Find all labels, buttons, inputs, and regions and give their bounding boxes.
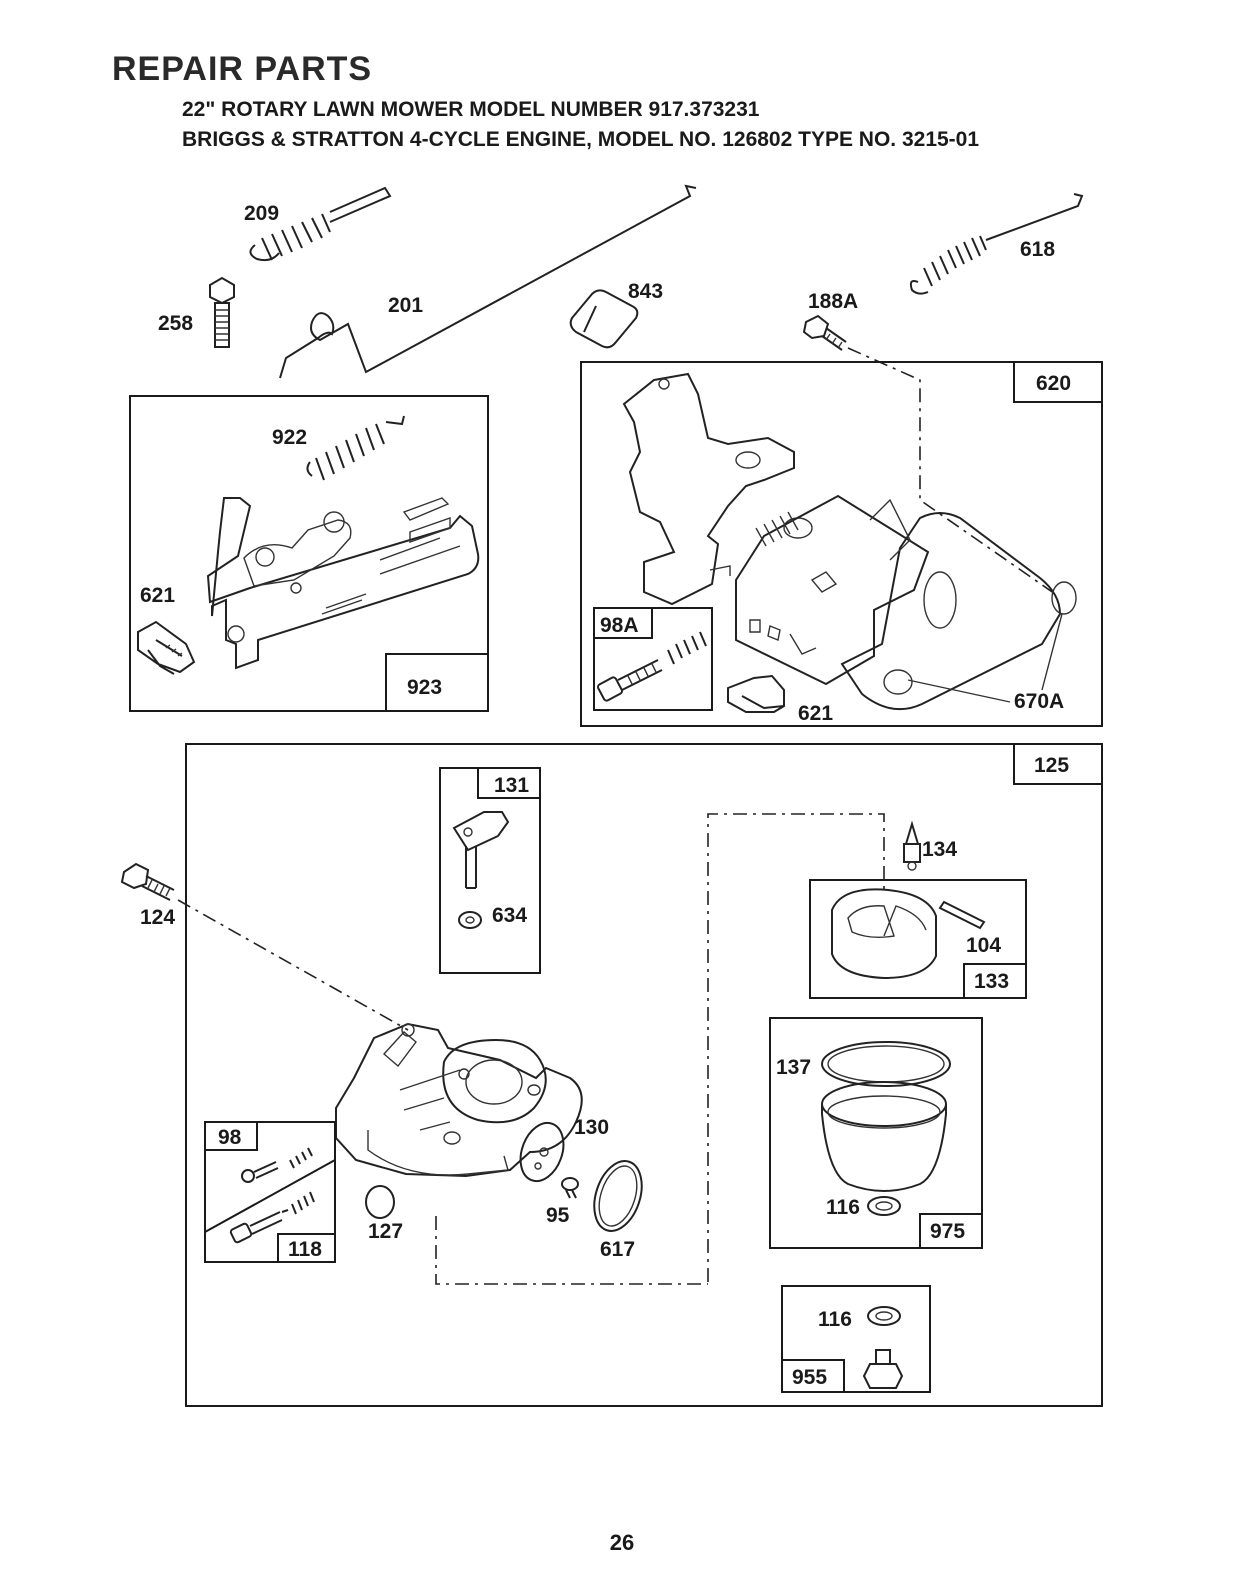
label-box-923 — [385, 653, 489, 712]
control-plate-923 — [206, 497, 480, 670]
label-box-125 — [1013, 743, 1103, 785]
label-box-118 — [277, 1233, 336, 1263]
gasket-137 — [821, 1041, 951, 1087]
clip-621-left — [137, 620, 196, 675]
label-620: 620 — [1036, 372, 1071, 395]
label-843: 843 — [628, 280, 663, 303]
bolt-258 — [209, 276, 235, 348]
screw-188A — [802, 314, 847, 351]
label-box-955 — [781, 1359, 845, 1393]
control-bracket-620 — [622, 372, 1077, 711]
leader-670A-b — [1041, 613, 1063, 691]
label-131: 131 — [494, 774, 529, 797]
governor-link-201 — [279, 184, 697, 379]
cover-843 — [569, 289, 639, 349]
label-130: 130 — [574, 1116, 609, 1139]
label-box-133 — [963, 963, 1027, 999]
box-975 — [769, 1017, 983, 1249]
label-box-620 — [1013, 361, 1103, 403]
divider-98-118 — [204, 1159, 336, 1233]
label-104: 104 — [966, 934, 1001, 957]
label-133: 133 — [974, 970, 1009, 993]
clip-621-right — [727, 674, 785, 713]
carburetor-body — [335, 1022, 583, 1178]
label-box-98 — [204, 1121, 258, 1151]
washer-116-a — [867, 1196, 901, 1216]
screw-spring-98A — [597, 631, 707, 702]
model-subtitle: 22" ROTARY LAWN MOWER MODEL NUMBER 917.3… — [182, 98, 760, 121]
label-116-a: 116 — [826, 1196, 860, 1219]
spring-209 — [249, 186, 392, 262]
dash-carb-bottom — [435, 1216, 708, 1285]
box-125 — [185, 743, 1103, 1407]
box-133 — [809, 879, 1027, 999]
label-118: 118 — [288, 1238, 322, 1261]
needle-spring-118 — [229, 1191, 315, 1244]
dash-carb-right — [707, 813, 885, 1282]
page-number: 26 — [609, 1530, 635, 1555]
label-box-131 — [477, 767, 541, 799]
box-620 — [580, 361, 1103, 727]
float-133 — [831, 888, 937, 980]
label-201: 201 — [388, 294, 423, 317]
label-125: 125 — [1034, 754, 1069, 777]
label-98A: 98A — [600, 614, 639, 637]
label-116-b: 116 — [818, 1308, 852, 1331]
label-923: 923 — [407, 676, 442, 699]
screw-95 — [561, 1177, 579, 1199]
o-ring-617 — [593, 1160, 643, 1232]
label-134: 134 — [922, 838, 957, 861]
plate-130 — [519, 1121, 565, 1183]
label-124: 124 — [140, 906, 175, 929]
label-box-975 — [919, 1213, 983, 1249]
throttle-shaft-131 — [452, 811, 510, 889]
dash-188A — [847, 347, 1059, 597]
page-title: REPAIR PARTS — [112, 50, 373, 88]
label-127: 127 — [368, 1220, 403, 1243]
leader-670A-a — [907, 679, 1011, 703]
label-95: 95 — [546, 1204, 570, 1227]
label-box-98A — [593, 607, 653, 639]
label-621-right: 621 — [798, 702, 833, 725]
spring-922 — [306, 415, 405, 481]
engine-subtitle: BRIGGS & STRATTON 4-CYCLE ENGINE, MODEL … — [182, 128, 980, 151]
screw-spring-98 — [241, 1147, 313, 1183]
label-209: 209 — [244, 202, 279, 225]
label-975: 975 — [930, 1220, 965, 1243]
washer-116-b — [867, 1306, 901, 1326]
label-618: 618 — [1020, 238, 1055, 261]
spring-618 — [909, 193, 1084, 295]
pin-104 — [938, 900, 986, 930]
dash-124 — [177, 899, 409, 1031]
label-137: 137 — [776, 1056, 811, 1079]
bowl-nut-955 — [862, 1349, 904, 1389]
label-621-left: 621 — [140, 584, 175, 607]
label-670A: 670A — [1014, 690, 1064, 713]
label-258: 258 — [158, 312, 193, 335]
label-188A: 188A — [808, 290, 858, 313]
bowl-975 — [821, 1081, 947, 1192]
screw-124 — [120, 862, 175, 901]
plug-127 — [365, 1185, 395, 1219]
label-634: 634 — [492, 904, 527, 927]
label-617: 617 — [600, 1238, 635, 1261]
box-923 — [129, 395, 489, 712]
label-98: 98 — [218, 1126, 242, 1149]
box-955 — [781, 1285, 931, 1393]
needle-134 — [903, 820, 921, 871]
label-922: 922 — [272, 426, 307, 449]
label-955: 955 — [792, 1366, 827, 1389]
seal-634 — [458, 911, 482, 929]
box-98-118 — [204, 1121, 336, 1263]
